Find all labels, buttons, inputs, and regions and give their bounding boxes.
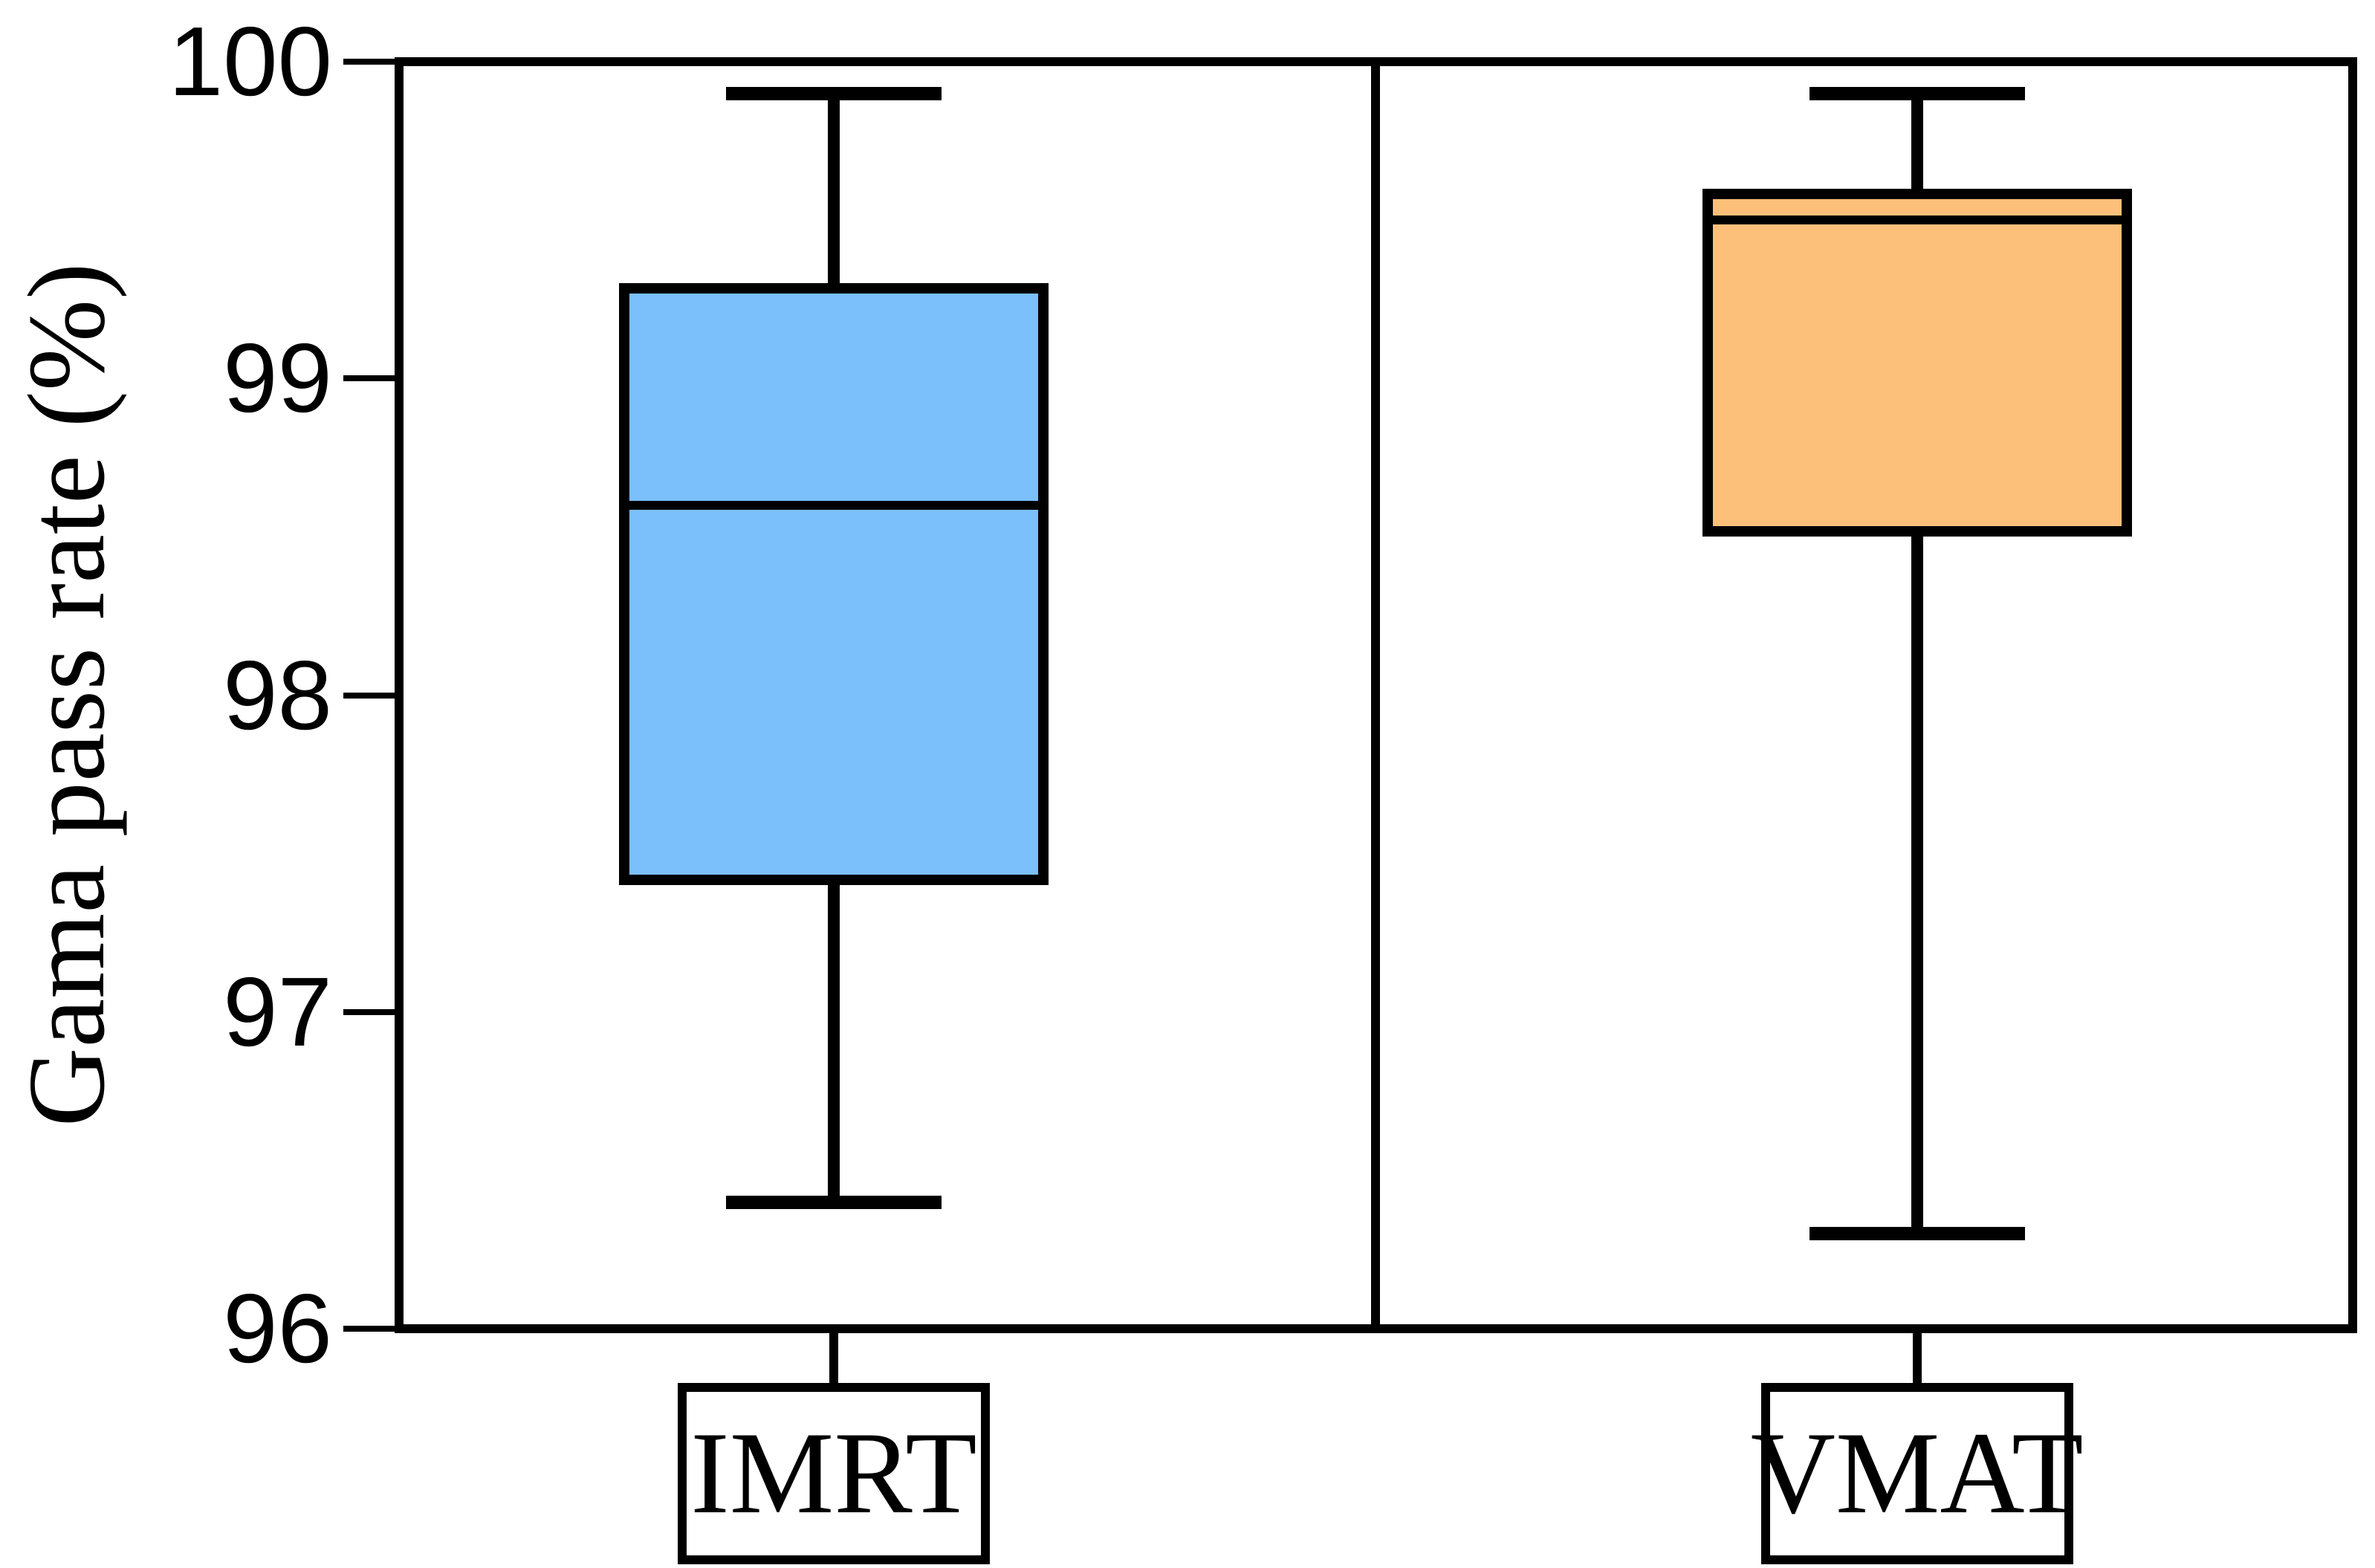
y-tick-label: 99: [223, 323, 332, 433]
y-tick-mark: [343, 59, 399, 65]
panel-divider: [1371, 62, 1380, 1329]
y-tick-mark: [343, 1008, 399, 1015]
y-tick-label: 98: [223, 640, 332, 750]
vmat-upper-whisker-cap: [1809, 86, 2025, 100]
imrt-upper-whisker-cap: [725, 86, 942, 100]
y-tick-label: 97: [223, 956, 332, 1066]
y-tick-mark: [343, 692, 399, 699]
y-tick-label: 96: [223, 1274, 332, 1383]
imrt-category-label: IMRT: [677, 1383, 990, 1564]
vmat-lower-whisker-cap: [1809, 1227, 2025, 1241]
imrt-axis-stub: [829, 1329, 838, 1383]
vmat-median-line: [1702, 216, 2132, 225]
imrt-lower-whisker-cap: [725, 1195, 942, 1209]
y-tick-mark: [343, 1326, 399, 1332]
y-tick-label: 100: [168, 7, 332, 116]
imrt-box: [618, 283, 1049, 886]
vmat-box: [1702, 188, 2132, 537]
y-tick-mark: [343, 375, 399, 382]
imrt-median-line: [618, 500, 1049, 510]
vmat-category-label: VMAT: [1751, 1383, 2084, 1564]
vmat-axis-stub: [1912, 1329, 1922, 1383]
